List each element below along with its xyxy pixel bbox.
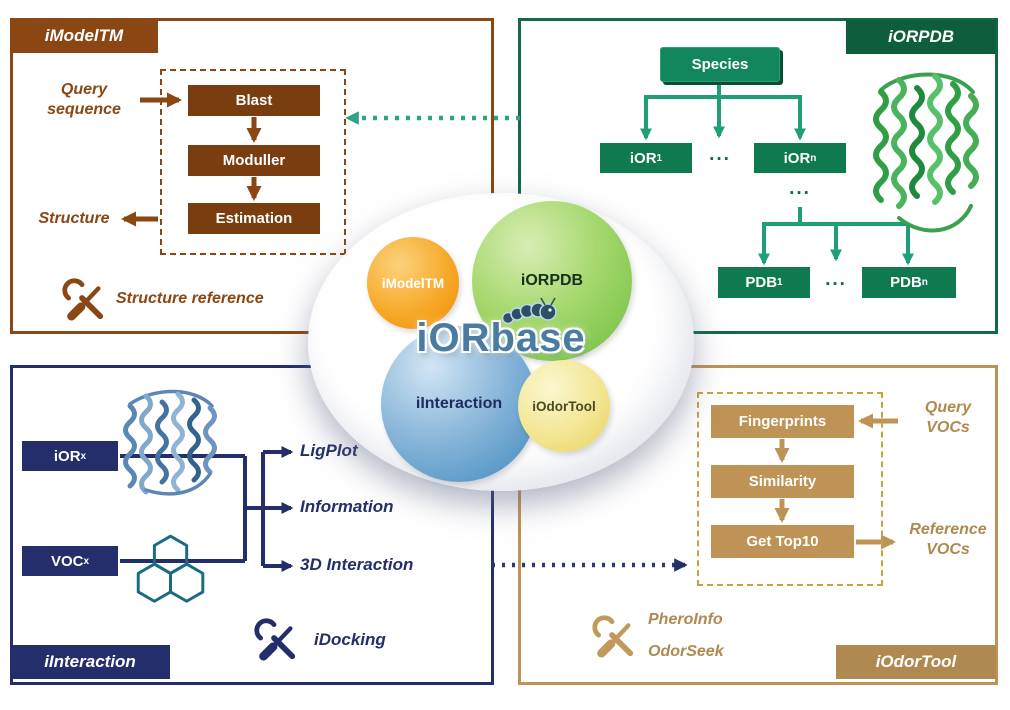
iorx-base: iOR — [53, 447, 81, 465]
iorx-sub: x — [80, 450, 87, 462]
estimation-step: Estimation — [188, 203, 320, 234]
odorseek-label: OdorSeek — [648, 643, 724, 660]
bubble-iinteraction: iInteraction — [381, 326, 537, 482]
bubble-iinteraction-label: iInteraction — [415, 395, 503, 412]
query-sequence-label: Query sequence — [28, 80, 140, 120]
pdbn-sub: n — [921, 277, 928, 288]
bubble-iodortool-label: iOdorTool — [532, 398, 596, 414]
tools-icon — [590, 613, 636, 659]
ior1-base: iOR — [629, 149, 657, 167]
iinteraction-panel-label: iInteraction — [10, 645, 170, 679]
imodeltm-panel — [10, 18, 494, 334]
query-sequence-line1: Query — [60, 81, 108, 98]
iorbase-title: iORbase — [416, 316, 586, 360]
similarity-step: Similarity — [711, 465, 854, 498]
ior1-sub: 1 — [656, 152, 663, 164]
pdbn-base: PDB — [890, 274, 922, 291]
tools-icon — [252, 616, 298, 662]
iorn-sub: n — [810, 152, 817, 164]
tree-ellipsis: ... — [789, 178, 811, 199]
structure-label: Structure — [38, 210, 110, 227]
reference-vocs-line1: Reference — [909, 521, 987, 538]
pdb-ellipsis: ... — [825, 269, 847, 290]
iorn-base: iOR — [783, 149, 811, 167]
imodeltm-pipeline-frame — [160, 69, 346, 255]
query-sequence-line2: sequence — [47, 101, 121, 118]
reference-vocs-line2: VOCs — [926, 541, 970, 558]
structure-reference-label: Structure reference — [116, 290, 264, 307]
blue-protein-structure-image — [123, 389, 217, 496]
iorpdb-panel-label: iORPDB — [846, 20, 996, 54]
information-label: Information — [300, 497, 394, 516]
query-vocs-line1: Query — [924, 399, 972, 416]
query-vocs-label: Query VOCs — [898, 398, 998, 438]
bubble-iorpdb-label: iORPDB — [520, 272, 584, 289]
vocx-sub: x — [83, 555, 90, 567]
bubble-iodortool: iOdorTool — [518, 360, 610, 452]
imodeltm-panel-label: iModelTM — [10, 18, 158, 53]
pheroinfo-label: PheroInfo — [648, 611, 723, 628]
3d-interaction-label: 3D Interaction — [300, 555, 414, 574]
iodortool-panel — [518, 365, 998, 685]
get-top10-step: Get Top10 — [711, 525, 854, 558]
iinteraction-panel — [10, 365, 494, 685]
ligplot-label: LigPlot — [300, 441, 358, 460]
iodortool-pipeline-frame — [697, 392, 883, 586]
iodortool-panel-label: iOdorTool — [836, 645, 996, 679]
pdb1-base: PDB — [745, 274, 778, 291]
idocking-label: iDocking — [314, 630, 386, 649]
tools-icon — [60, 276, 106, 322]
bubble-imodeltm: iModelTM — [367, 237, 459, 329]
bubble-iorpdb: iORPDB — [472, 201, 632, 361]
voc-molecule-image — [136, 534, 205, 603]
iorpdb-panel — [518, 18, 998, 334]
caterpillar-icon — [501, 297, 557, 325]
green-protein-structure-image — [873, 72, 979, 233]
vocx-base: VOC — [50, 552, 84, 570]
fingerprints-step: Fingerprints — [711, 405, 854, 438]
ior-ellipsis: ... — [709, 144, 731, 165]
bubble-imodeltm-label: iModelTM — [381, 275, 445, 291]
species-node: Species — [660, 47, 780, 82]
query-vocs-line2: VOCs — [926, 419, 970, 436]
reference-vocs-label: Reference VOCs — [896, 520, 1000, 560]
moduller-step: Moduller — [188, 145, 320, 176]
pdb1-sub: 1 — [777, 277, 783, 288]
blast-step: Blast — [188, 85, 320, 116]
